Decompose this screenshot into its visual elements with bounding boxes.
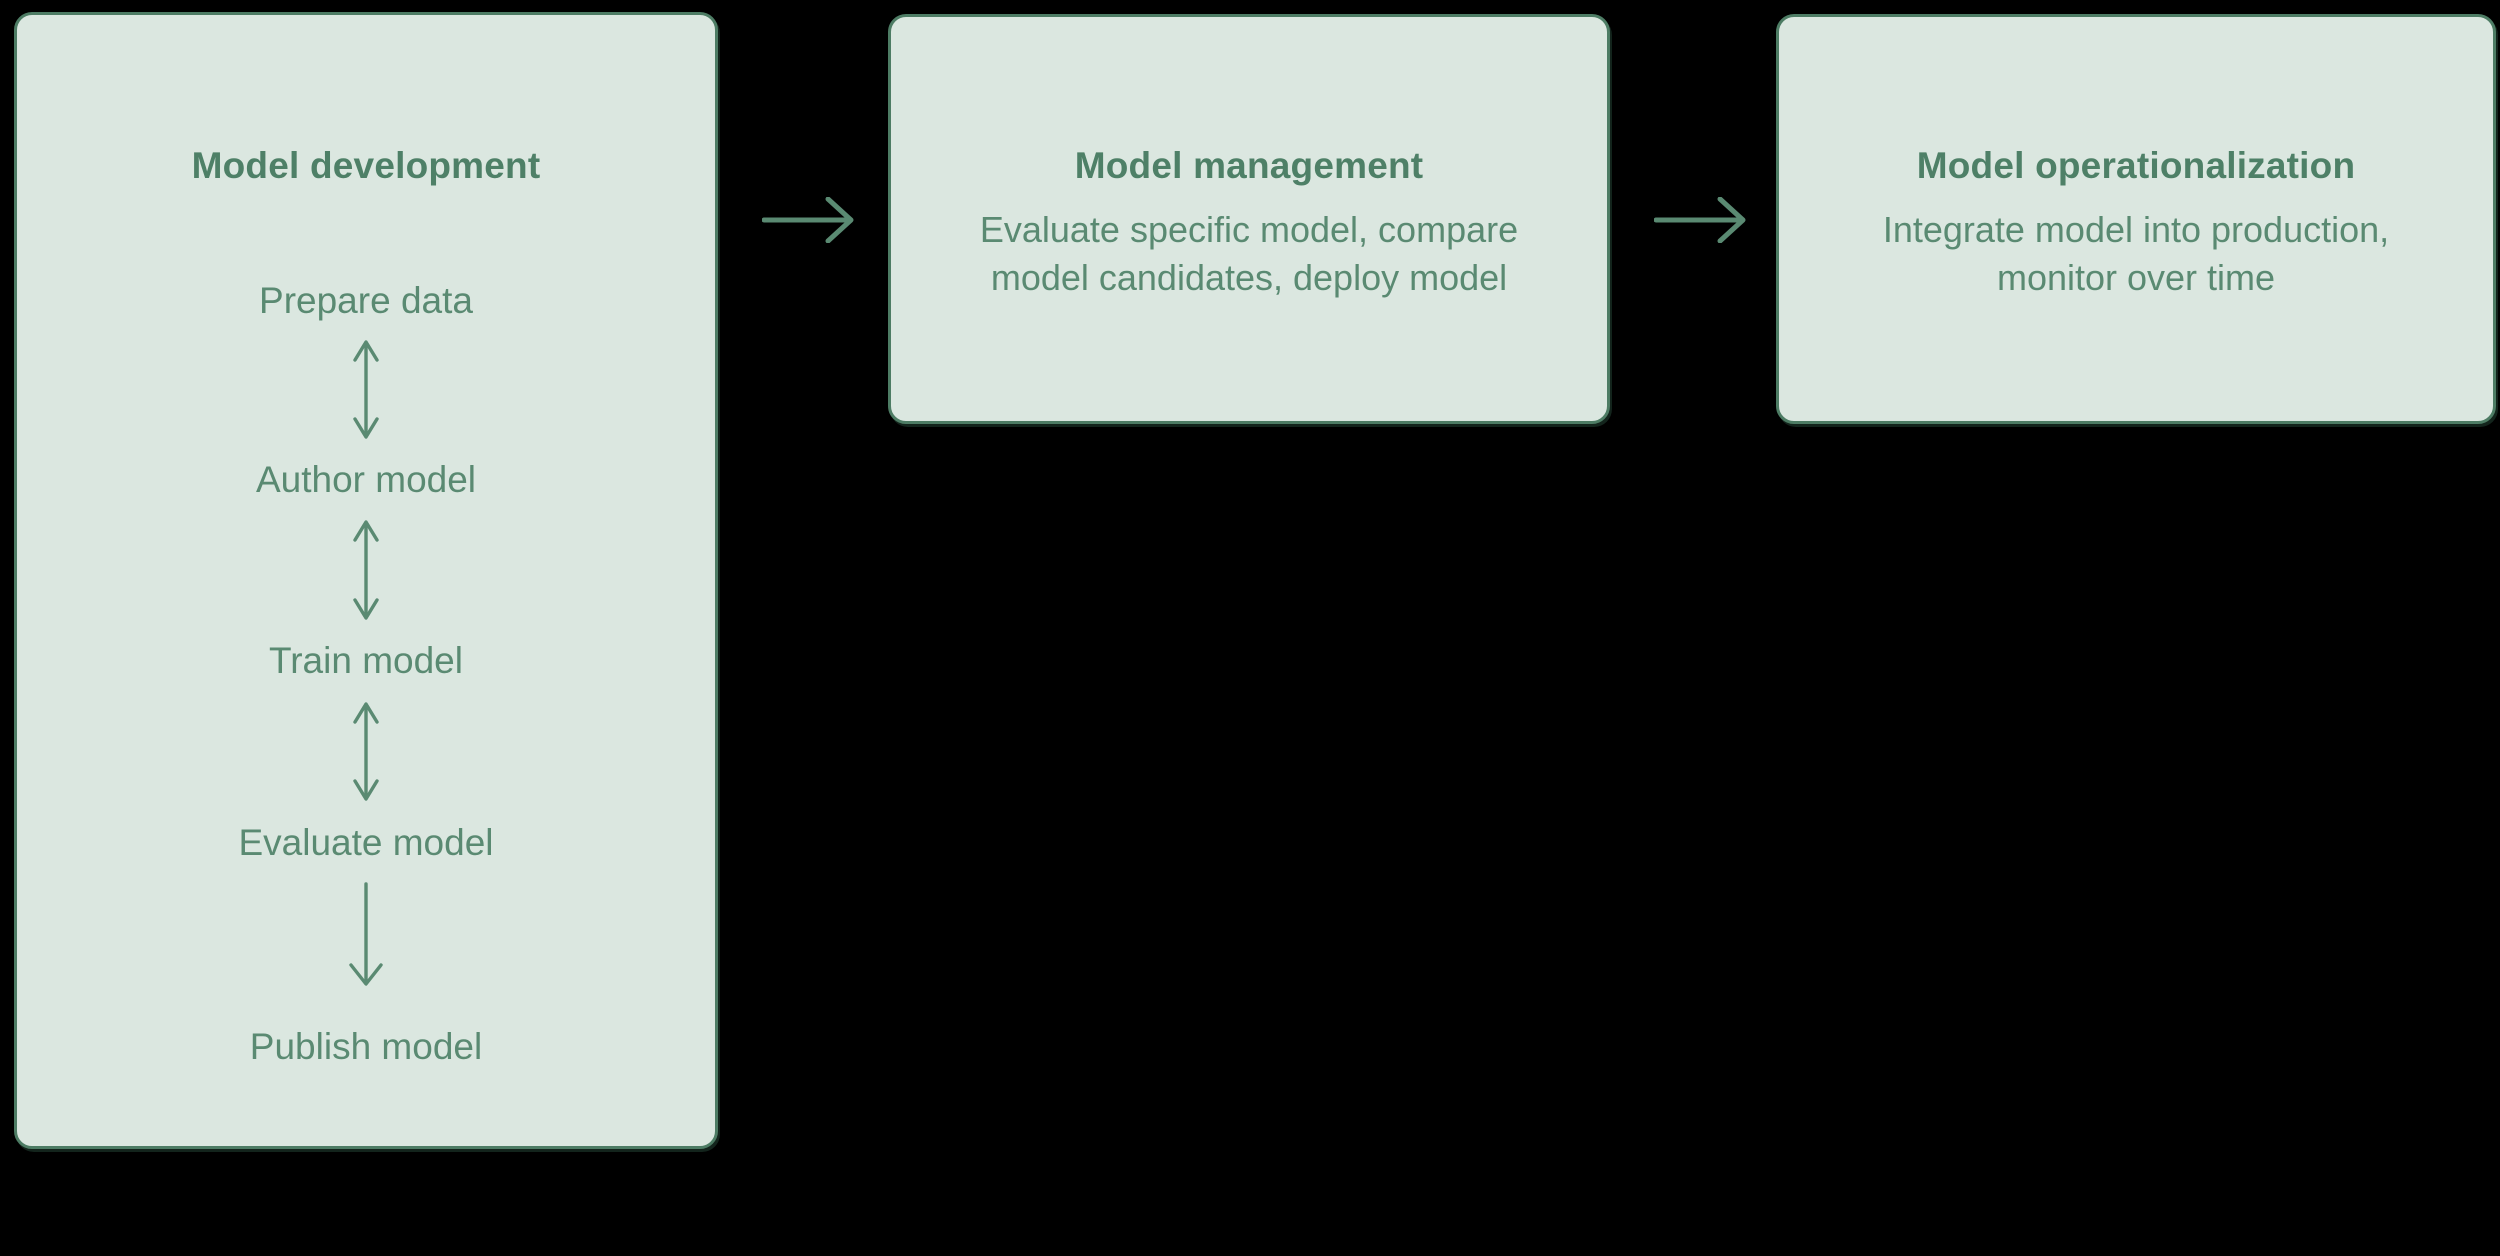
bidirectional-arrow-icon xyxy=(342,338,390,441)
step-author-model: Author model xyxy=(255,459,477,500)
flow-arrow-right-icon xyxy=(1654,197,1748,243)
step-publish-model: Publish model xyxy=(249,1026,483,1067)
step-prepare-data: Prepare data xyxy=(259,280,473,321)
model-development-title: Model development xyxy=(191,145,541,186)
model-operationalization-box: Model operationalization Integrate model… xyxy=(1776,14,2496,424)
flow-arrow-right-icon xyxy=(762,197,856,243)
model-management-title: Model management xyxy=(1074,145,1424,186)
bidirectional-arrow-icon xyxy=(342,700,390,803)
model-management-description: Evaluate specific model, compare model c… xyxy=(979,209,1519,298)
model-development-box: Model development Prepare data Author mo… xyxy=(14,12,718,1149)
model-operationalization-description: Integrate model into production, monitor… xyxy=(1882,209,2390,298)
model-management-box: Model management Evaluate specific model… xyxy=(888,14,1610,424)
bidirectional-arrow-icon xyxy=(342,518,390,622)
step-evaluate-model: Evaluate model xyxy=(238,822,494,863)
down-arrow-icon xyxy=(342,881,390,988)
model-operationalization-title: Model operationalization xyxy=(1916,145,2356,186)
step-train-model: Train model xyxy=(269,640,463,681)
